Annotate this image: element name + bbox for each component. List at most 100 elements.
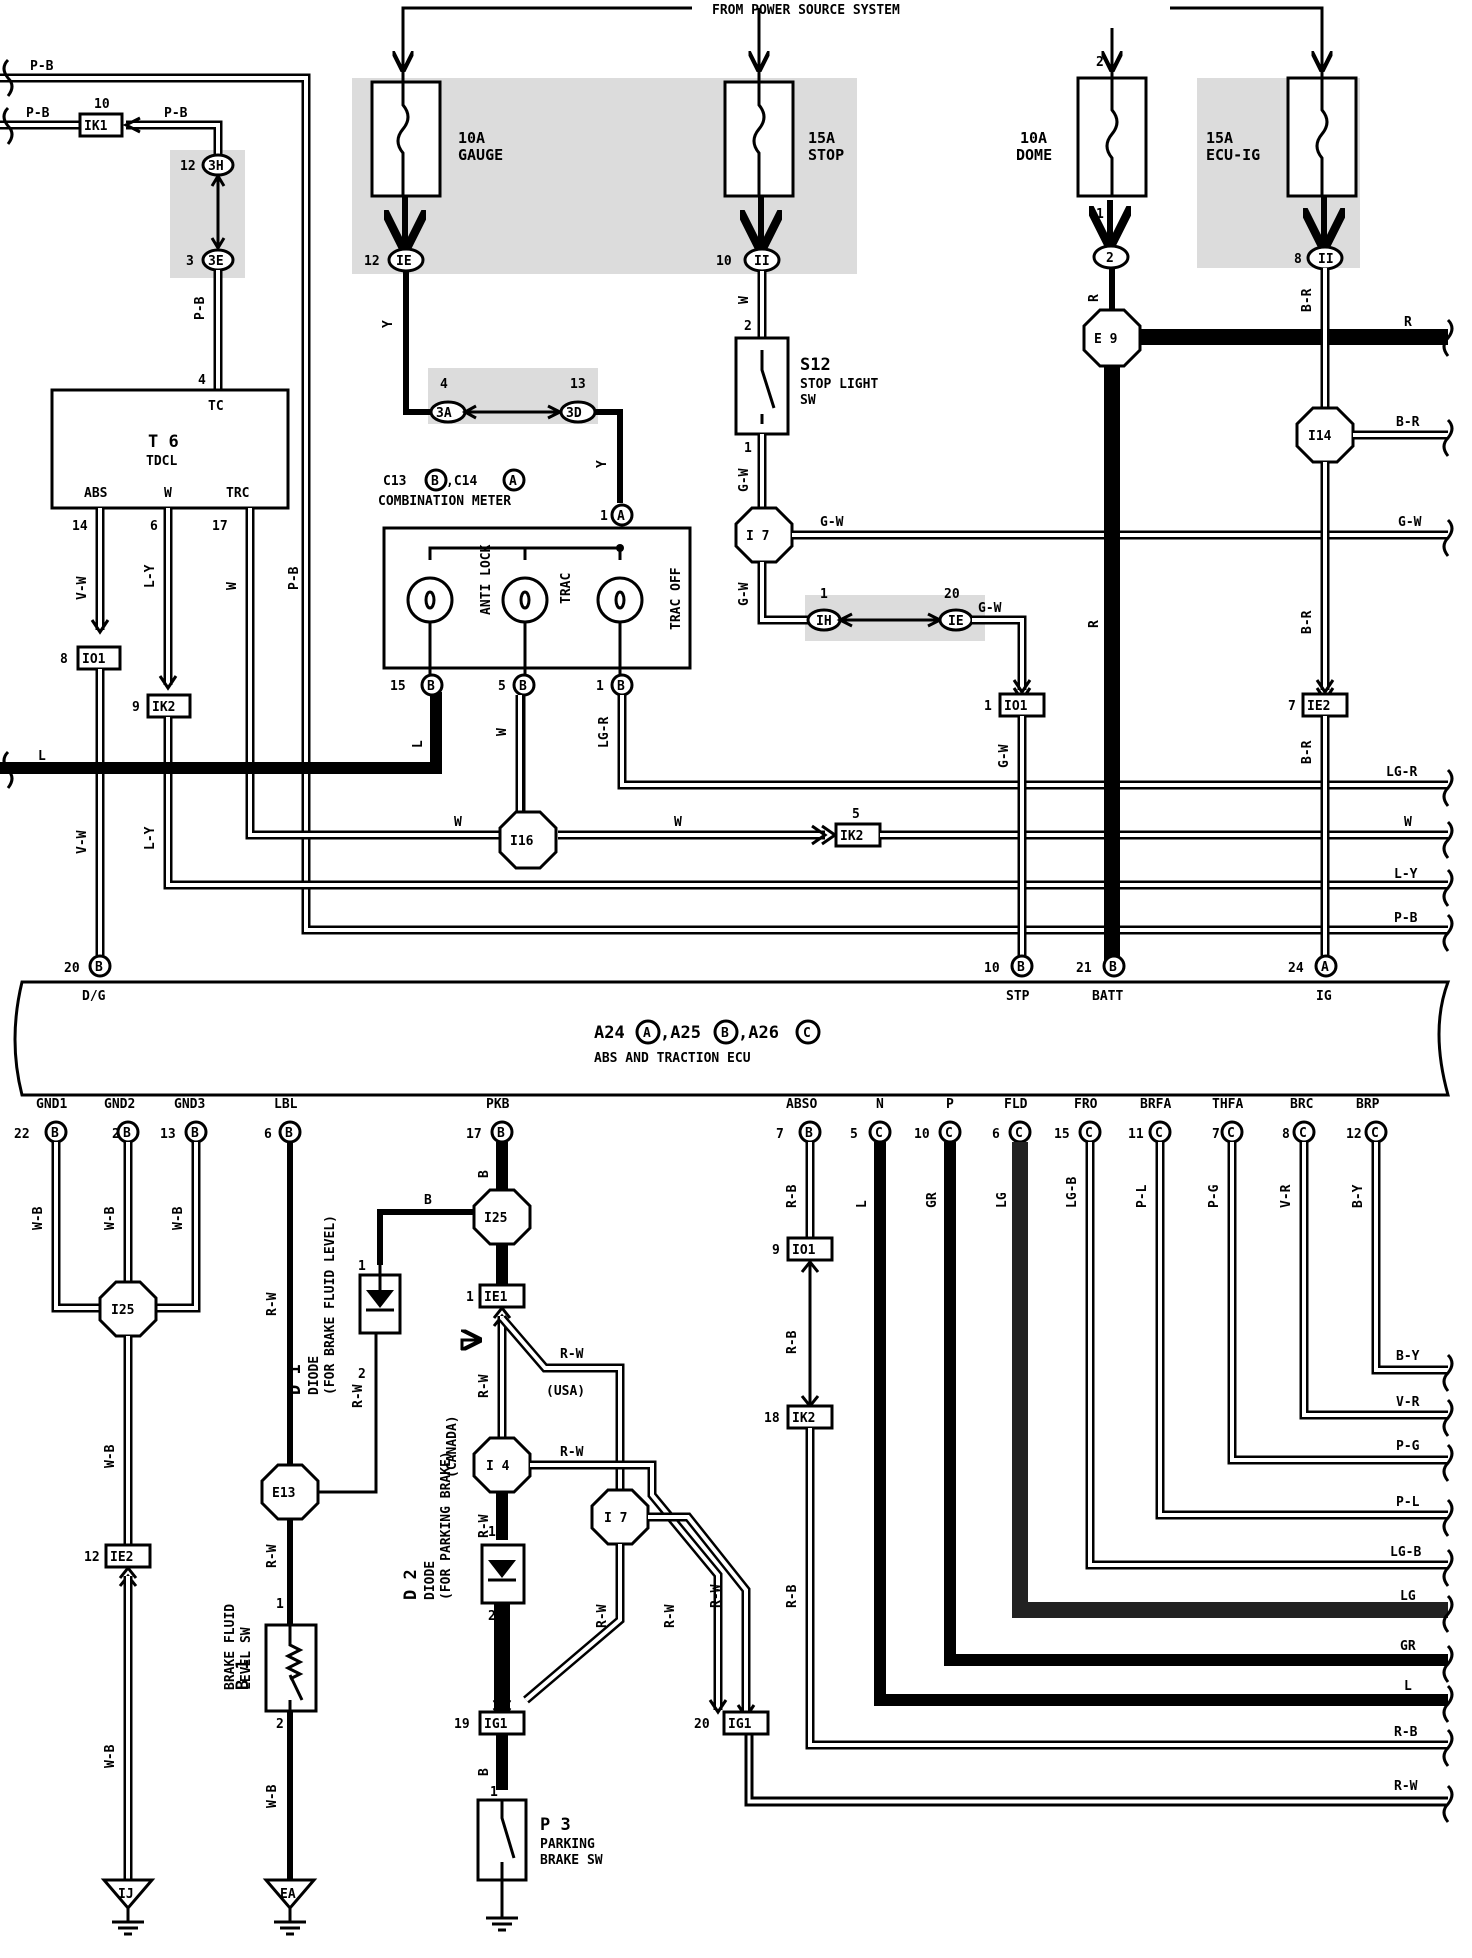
svg-text:THFA: THFA <box>1212 1097 1243 1112</box>
wire-y: Y 3A 4 3D 13 Y <box>381 271 623 503</box>
svg-text:TC: TC <box>208 399 224 414</box>
svg-text:B: B <box>51 1126 59 1141</box>
svg-text:DIODE: DIODE <box>307 1356 322 1395</box>
svg-text:IE: IE <box>396 254 412 269</box>
wire-w-meter: W <box>495 695 526 815</box>
svg-text:1: 1 <box>984 699 992 714</box>
svg-text:R-B: R-B <box>1394 1725 1418 1740</box>
svg-text:P-L: P-L <box>1135 1184 1150 1208</box>
svg-text:B: B <box>617 679 625 694</box>
svg-text:IG: IG <box>1316 989 1332 1004</box>
svg-text:B: B <box>285 1126 293 1141</box>
wire-lg-r: LG-R LG-R <box>597 695 1448 790</box>
svg-text:IG1: IG1 <box>484 1717 508 1732</box>
svg-text:L-Y: L-Y <box>1394 867 1418 882</box>
svg-text:D 1: D 1 <box>285 1364 305 1395</box>
svg-text:C: C <box>875 1126 883 1141</box>
svg-text:R-W: R-W <box>1394 1779 1418 1794</box>
svg-text:17: 17 <box>212 519 228 534</box>
svg-text:T 6: T 6 <box>148 432 179 452</box>
svg-text:1: 1 <box>820 587 828 602</box>
svg-text:A24: A24 <box>594 1023 625 1043</box>
svg-text:3E: 3E <box>208 254 224 269</box>
svg-text:6: 6 <box>150 519 158 534</box>
svg-text:B: B <box>191 1126 199 1141</box>
svg-text:STOP: STOP <box>808 146 844 164</box>
svg-text:L-Y: L-Y <box>143 826 158 850</box>
svg-text:A: A <box>643 1026 651 1041</box>
svg-text:20: 20 <box>694 1717 710 1732</box>
svg-text:LG: LG <box>995 1192 1010 1208</box>
svg-text:ABS: ABS <box>84 486 108 501</box>
svg-text:11: 11 <box>1128 1127 1144 1142</box>
svg-text:10: 10 <box>94 97 110 112</box>
svg-text:W: W <box>737 296 752 304</box>
svg-text:P-G: P-G <box>1207 1184 1222 1208</box>
svg-text:3D: 3D <box>566 406 582 421</box>
svg-text:II: II <box>754 254 770 269</box>
svg-text:B: B <box>477 1170 492 1178</box>
svg-text:7: 7 <box>776 1127 784 1142</box>
svg-text:A: A <box>509 474 517 489</box>
power-source-label: FROM POWER SOURCE SYSTEM <box>712 3 900 18</box>
svg-text:2: 2 <box>276 1717 284 1732</box>
svg-text:TRAC OFF: TRAC OFF <box>669 567 684 630</box>
svg-text:C: C <box>803 1026 811 1041</box>
svg-text:GR: GR <box>1400 1639 1416 1654</box>
svg-text:W: W <box>225 582 240 590</box>
svg-text:P-B: P-B <box>193 296 208 320</box>
svg-text:B: B <box>424 1193 432 1208</box>
svg-text:Y: Y <box>381 320 396 328</box>
svg-text:B: B <box>519 679 527 694</box>
svg-text:P-B: P-B <box>30 59 54 74</box>
svg-text:1: 1 <box>358 1259 366 1274</box>
wire-b-r-ig: B-R I14 B-R B-R IE2 7 B-R <box>1288 268 1448 962</box>
svg-text:GAUGE: GAUGE <box>458 146 503 164</box>
svg-text:B: B <box>1017 960 1025 975</box>
svg-text:FRO: FRO <box>1074 1097 1098 1112</box>
svg-text:BRFA: BRFA <box>1140 1097 1171 1112</box>
svg-text:R-W: R-W <box>560 1347 584 1362</box>
svg-text:9: 9 <box>772 1243 780 1258</box>
svg-text:LEVEL SW: LEVEL SW <box>239 1627 254 1690</box>
wire-v-w: V-W IO1 8 V-W <box>60 508 122 960</box>
svg-text:B 1: B 1 <box>233 1659 253 1690</box>
svg-text:W-B: W-B <box>171 1206 186 1230</box>
svg-text:5: 5 <box>852 807 860 822</box>
tdcl-connector-t6: 4 TC T 6 TDCL ABS W TRC 14 6 17 <box>50 373 290 534</box>
svg-text:B-R: B-R <box>1300 740 1315 764</box>
svg-text:PARKING: PARKING <box>540 1837 595 1852</box>
svg-text:19: 19 <box>454 1717 470 1732</box>
fuse-gauge: 10A GAUGE IE 12 <box>364 70 503 273</box>
svg-text:8: 8 <box>1294 252 1302 267</box>
svg-text:,A25: ,A25 <box>660 1023 701 1043</box>
svg-text:COMBINATION METER: COMBINATION METER <box>378 494 511 509</box>
wire-pkb: B I25 IE1 1 R-W R-W (USA) (CANADA) I 4 R… <box>401 1142 1448 1932</box>
svg-text:12: 12 <box>1346 1127 1362 1142</box>
svg-text:B-R: B-R <box>1300 288 1315 312</box>
svg-text:2: 2 <box>1106 251 1114 266</box>
svg-text:R-W: R-W <box>709 1584 724 1608</box>
svg-text:B-Y: B-Y <box>1351 1184 1366 1208</box>
svg-text:B: B <box>431 474 439 489</box>
svg-text:B-Y: B-Y <box>1396 1349 1420 1364</box>
svg-text:IE1: IE1 <box>484 1290 508 1305</box>
svg-text:9: 9 <box>132 700 140 715</box>
svg-text:10: 10 <box>984 961 1000 976</box>
svg-text:B: B <box>1109 960 1117 975</box>
svg-text:1: 1 <box>466 1290 474 1305</box>
svg-text:R: R <box>1404 315 1412 330</box>
wire-w-trc: W W W IK2 5 W <box>225 508 1448 848</box>
svg-text:ECU-IG: ECU-IG <box>1206 146 1260 164</box>
svg-text:2: 2 <box>112 1127 120 1142</box>
svg-text:14: 14 <box>72 519 88 534</box>
svg-text:BRP: BRP <box>1356 1097 1380 1112</box>
svg-text:IK2: IK2 <box>840 829 863 844</box>
svg-text:IE: IE <box>948 614 964 629</box>
svg-text:LBL: LBL <box>274 1097 298 1112</box>
svg-text:V-W: V-W <box>75 576 90 600</box>
svg-text:(FOR BRAKE FLUID LEVEL): (FOR BRAKE FLUID LEVEL) <box>323 1215 338 1395</box>
svg-text:BRAKE SW: BRAKE SW <box>540 1853 603 1868</box>
abs-traction-ecu: A24 A ,A25 B ,A26 C ABS AND TRACTION ECU… <box>13 954 1451 1144</box>
svg-text:IJ: IJ <box>118 1887 134 1902</box>
